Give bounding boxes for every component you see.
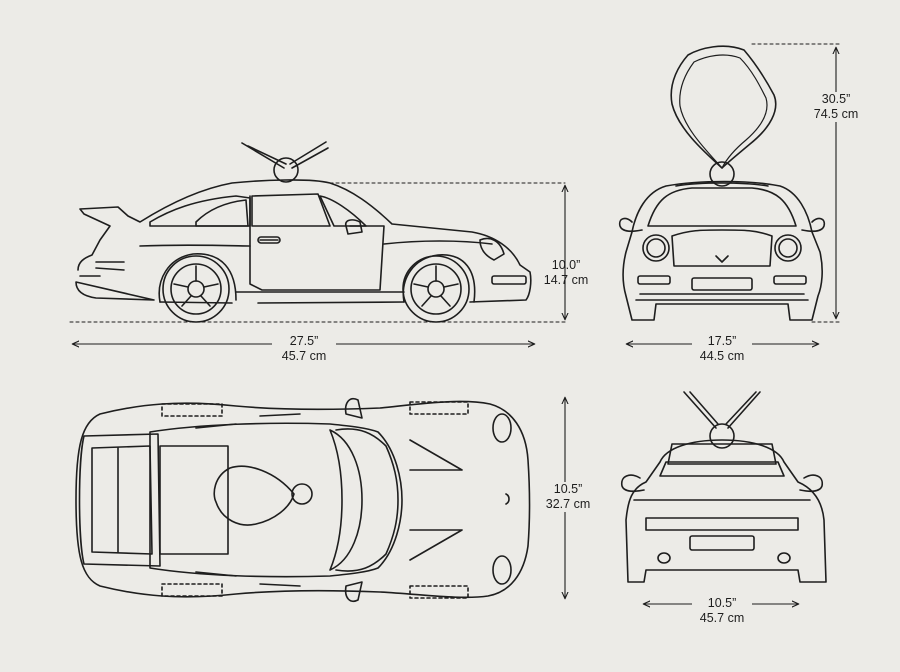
side-length-cm: 45.7 cm <box>281 349 327 363</box>
rear-width-cm: 45.7 cm <box>699 611 745 625</box>
side-view-car <box>75 141 532 323</box>
side-height-cm: 14.7 cm <box>543 273 589 287</box>
front-dimension-lines <box>627 43 841 344</box>
rear-view-car <box>620 391 827 583</box>
side-wheel-front <box>402 255 470 323</box>
side-length-label: 27.5” 45.7 cm <box>272 334 336 364</box>
side-height-inches: 10.0” <box>551 258 581 272</box>
side-height-label: 10.0” 14.7 cm <box>536 258 596 288</box>
front-width-cm: 44.5 cm <box>699 349 745 363</box>
rear-width-label: 10.5” 45.7 cm <box>692 596 752 626</box>
top-width-cm: 32.7 cm <box>545 497 591 511</box>
top-width-label: 10.5” 32.7 cm <box>538 482 598 512</box>
rear-width-inches: 10.5” <box>707 596 737 610</box>
top-width-inches: 10.5” <box>553 482 583 496</box>
front-height-cm: 74.5 cm <box>813 107 859 121</box>
front-width-inches: 17.5” <box>707 334 737 348</box>
front-height-inches: 30.5” <box>821 92 851 106</box>
top-view-car <box>75 398 531 602</box>
front-height-label: 30.5” 74.5 cm <box>806 92 866 122</box>
front-antenna-loop <box>670 45 777 169</box>
front-view-car <box>618 45 826 321</box>
side-length-inches: 27.5” <box>289 334 319 348</box>
side-dimension-lines <box>69 182 565 344</box>
side-antenna <box>241 141 329 183</box>
side-wheel-rear <box>162 255 230 323</box>
front-width-label: 17.5” 44.5 cm <box>692 334 752 364</box>
